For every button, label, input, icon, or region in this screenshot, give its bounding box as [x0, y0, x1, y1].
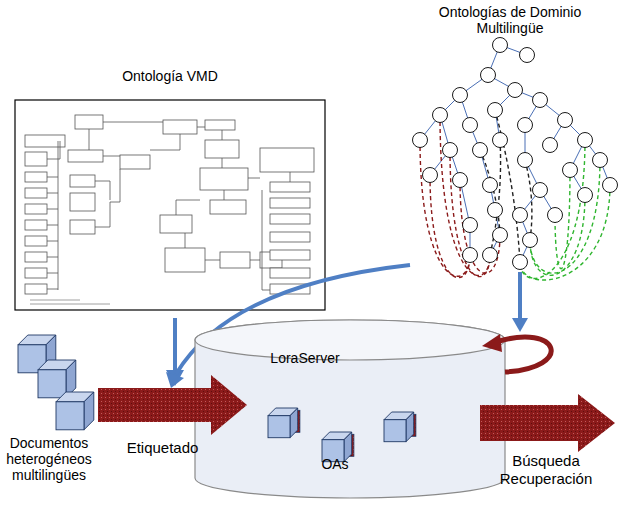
concept-circle — [533, 183, 548, 198]
feed-line — [173, 318, 177, 372]
concept-circle — [488, 103, 503, 118]
concept-circle — [578, 133, 593, 148]
concept-circle — [563, 163, 578, 178]
concept-circle — [473, 143, 488, 158]
mapping-curve — [525, 160, 532, 240]
concept-circle — [493, 38, 508, 53]
ontology-tree: Ontologías de Dominio Multilingüe — [410, 0, 623, 270]
concept-circle — [518, 118, 533, 133]
node-label: OAs — [315, 456, 355, 472]
server-cylinder: LoraServerOAs — [195, 318, 505, 498]
concept-circle — [483, 178, 498, 193]
mapping-curve — [460, 180, 500, 273]
feed-head — [166, 372, 184, 388]
concept-circle — [593, 153, 608, 168]
concept-circle — [513, 208, 528, 223]
edge-label: Etiquetado — [127, 439, 199, 457]
concept-circle — [483, 248, 498, 263]
concept-circle — [578, 188, 593, 203]
loop-head — [482, 334, 502, 352]
concept-circle — [433, 108, 448, 123]
concept-circle — [493, 133, 508, 148]
node-title: LoraServer — [255, 350, 355, 366]
connector-line — [98, 388, 212, 422]
connector-line — [518, 272, 522, 319]
concept-circle — [413, 133, 428, 148]
object-cube — [268, 408, 300, 438]
concept-circle — [518, 153, 533, 168]
concept-circle — [423, 168, 438, 183]
object-cube — [384, 412, 416, 442]
ontology-box: Ontología VMD — [15, 62, 325, 312]
concept-circle — [508, 83, 523, 98]
ontology-tree — [413, 38, 618, 281]
mapping-curve — [480, 150, 500, 235]
concept-circle — [513, 255, 528, 270]
flow-arrow — [98, 375, 247, 435]
node-title: Ontología VMD — [15, 68, 325, 84]
concept-circle — [548, 208, 563, 223]
node-title: Ontologías de Dominio Multilingüe — [410, 4, 610, 36]
concept-circle — [520, 48, 535, 63]
concept-circle — [493, 228, 508, 243]
concept-circle — [463, 118, 478, 133]
concept-circle — [443, 143, 458, 158]
mapping-curve — [440, 115, 490, 276]
concept-circle — [523, 233, 538, 248]
process-label: Búsqueda Recuperación — [485, 452, 607, 488]
arrow-head — [512, 318, 528, 332]
concept-circle — [603, 178, 618, 193]
mapping-curve — [520, 185, 610, 280]
concept-circle — [488, 203, 503, 218]
object-cube — [56, 392, 94, 430]
concept-circle — [481, 68, 496, 83]
mapping-curve — [530, 195, 585, 275]
cylinder-top — [195, 320, 505, 360]
concept-circle — [463, 248, 478, 263]
ontology-box — [15, 100, 325, 310]
concept-circle — [453, 173, 468, 188]
loop-arrow — [496, 337, 551, 372]
concept-circle — [463, 218, 478, 233]
concept-circle — [543, 138, 558, 153]
concept-circle — [558, 113, 573, 128]
output-arrow — [480, 394, 615, 452]
ontology-schema — [25, 115, 314, 304]
concept-circle — [453, 88, 468, 103]
mapping-curve — [530, 160, 600, 273]
arrow-head — [211, 375, 247, 435]
concept-circle — [533, 93, 548, 108]
document-stack: Documentos heterogéneos multilingües — [0, 325, 98, 507]
node-title: Documentos heterogéneos multilingües — [0, 435, 98, 483]
server-cylinder — [195, 320, 505, 498]
feed-arrow — [512, 272, 528, 332]
